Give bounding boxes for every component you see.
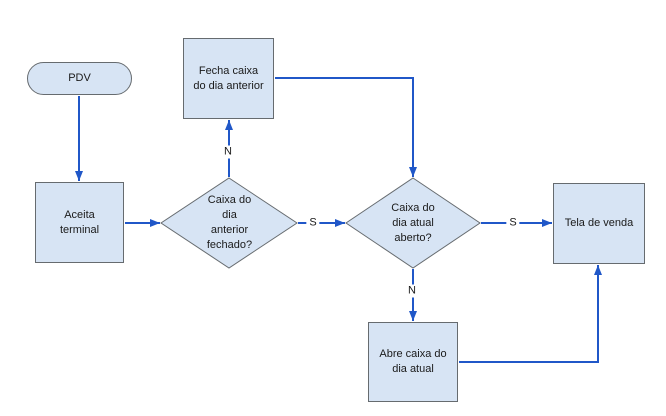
node-abre-caixa: Abre caixa do dia atual	[368, 322, 458, 402]
node-aceita-terminal-line1: Aceita	[64, 208, 95, 221]
node-aceita-terminal-line2: terminal	[59, 223, 100, 236]
node-abre-caixa-line2: dia atual	[392, 363, 434, 375]
node-abre-caixa-line1: Abre caixa do	[379, 348, 447, 360]
edge-label-anterior-nao: N	[221, 145, 235, 159]
edge-abre-to-tela	[459, 265, 602, 363]
node-tela-de-venda: Tela de venda	[553, 183, 645, 264]
node-aceita-terminal: Aceita terminal	[35, 182, 124, 263]
decision-caixa-atual-shape	[345, 177, 481, 269]
node-fecha-caixa-line1: Fecha caixa	[198, 64, 259, 77]
edge-label-atual-nao: N	[405, 284, 419, 298]
node-pdv: PDV	[27, 62, 132, 95]
edge-label-anterior-sim: S	[306, 216, 320, 230]
edge-label-atual-sim: S	[506, 216, 520, 230]
edge-fecha-to-decision-atual	[275, 77, 417, 177]
node-pdv-label: PDV	[68, 72, 91, 84]
node-tela-de-venda-line1: Tela de venda	[564, 217, 634, 229]
decision-caixa-anterior-shape	[160, 177, 298, 269]
node-fecha-caixa-line2: do dia anterior	[193, 79, 264, 92]
node-fecha-caixa: Fecha caixa do dia anterior	[183, 38, 274, 119]
